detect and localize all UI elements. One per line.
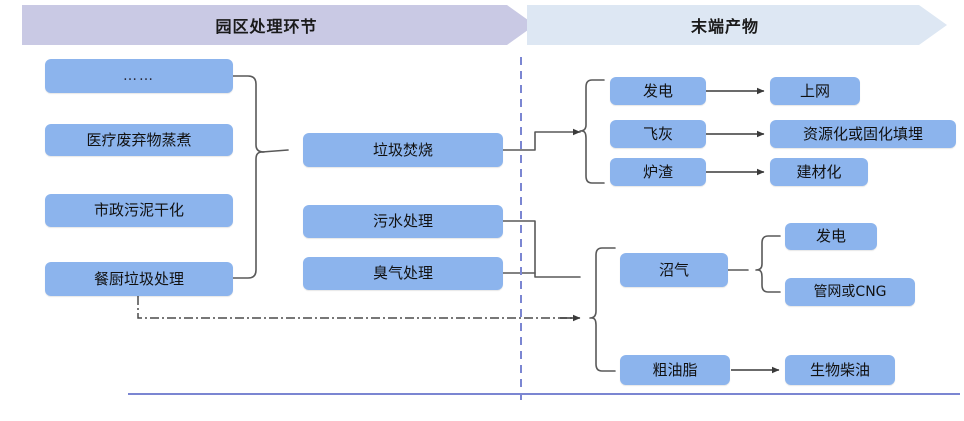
process-odor[interactable]: 臭气处理 xyxy=(303,257,503,290)
output-crude-oil-label: 粗油脂 xyxy=(652,360,698,379)
output-biogas-label: 沼气 xyxy=(658,260,689,279)
brace-biogas-products xyxy=(727,235,781,293)
stage-banner-process: 园区处理环节 xyxy=(22,5,535,45)
input-municipal-sludge-label: 市政污泥干化 xyxy=(93,201,184,219)
output-slag-label: 炉渣 xyxy=(642,162,673,181)
target-grid[interactable]: 上网 xyxy=(770,77,860,105)
target-biogas-power[interactable]: 发电 xyxy=(785,223,877,250)
input-ellipsis-label: …… xyxy=(123,68,155,84)
brace-incineration-products xyxy=(579,79,605,184)
target-biodiesel[interactable]: 生物柴油 xyxy=(785,355,895,385)
wire-incineration-to-products xyxy=(502,128,581,151)
output-flyash-label: 飞灰 xyxy=(642,124,673,143)
brace-inputs xyxy=(232,75,289,279)
target-biogas-power-label: 发电 xyxy=(815,227,846,245)
output-crude-oil[interactable]: 粗油脂 xyxy=(620,355,730,385)
input-ellipsis[interactable]: …… xyxy=(45,59,233,93)
stage-banner-output-label: 末端产物 xyxy=(690,17,759,36)
input-kitchen-waste[interactable]: 餐厨垃圾处理 xyxy=(45,262,233,296)
input-medical-waste-label: 医疗废弃物蒸煮 xyxy=(86,130,192,149)
target-grid-label: 上网 xyxy=(799,81,830,100)
output-flyash[interactable]: 飞灰 xyxy=(610,120,706,148)
stage-banner-output: 末端产物 xyxy=(527,5,947,45)
target-landfill-label: 资源化或固化填埋 xyxy=(802,124,923,143)
stage-banner-process-label: 园区处理环节 xyxy=(215,17,318,36)
process-wastewater-label: 污水处理 xyxy=(372,212,433,230)
output-slag[interactable]: 炉渣 xyxy=(610,158,706,186)
output-power-label: 发电 xyxy=(642,81,673,100)
target-pipeline-cng[interactable]: 管网或CNG xyxy=(785,278,915,306)
output-power[interactable]: 发电 xyxy=(610,77,706,105)
wire-water-odor-to-products xyxy=(502,220,581,278)
target-building-material-label: 建材化 xyxy=(796,162,842,181)
wire-kitchen-waste-dashdot xyxy=(137,296,576,319)
input-kitchen-waste-label: 餐厨垃圾处理 xyxy=(93,269,184,288)
process-odor-label: 臭气处理 xyxy=(372,264,433,282)
process-incineration-label: 垃圾焚烧 xyxy=(372,140,433,159)
input-medical-waste[interactable]: 医疗废弃物蒸煮 xyxy=(45,124,233,156)
target-building-material[interactable]: 建材化 xyxy=(770,158,868,186)
target-pipeline-cng-label: 管网或CNG xyxy=(813,284,887,300)
output-biogas[interactable]: 沼气 xyxy=(620,253,728,287)
process-incineration[interactable]: 垃圾焚烧 xyxy=(303,133,503,167)
brace-organic-products xyxy=(589,247,616,372)
target-biodiesel-label: 生物柴油 xyxy=(809,360,870,379)
target-landfill[interactable]: 资源化或固化填埋 xyxy=(770,120,956,148)
process-wastewater[interactable]: 污水处理 xyxy=(303,205,503,238)
input-municipal-sludge[interactable]: 市政污泥干化 xyxy=(45,194,233,227)
